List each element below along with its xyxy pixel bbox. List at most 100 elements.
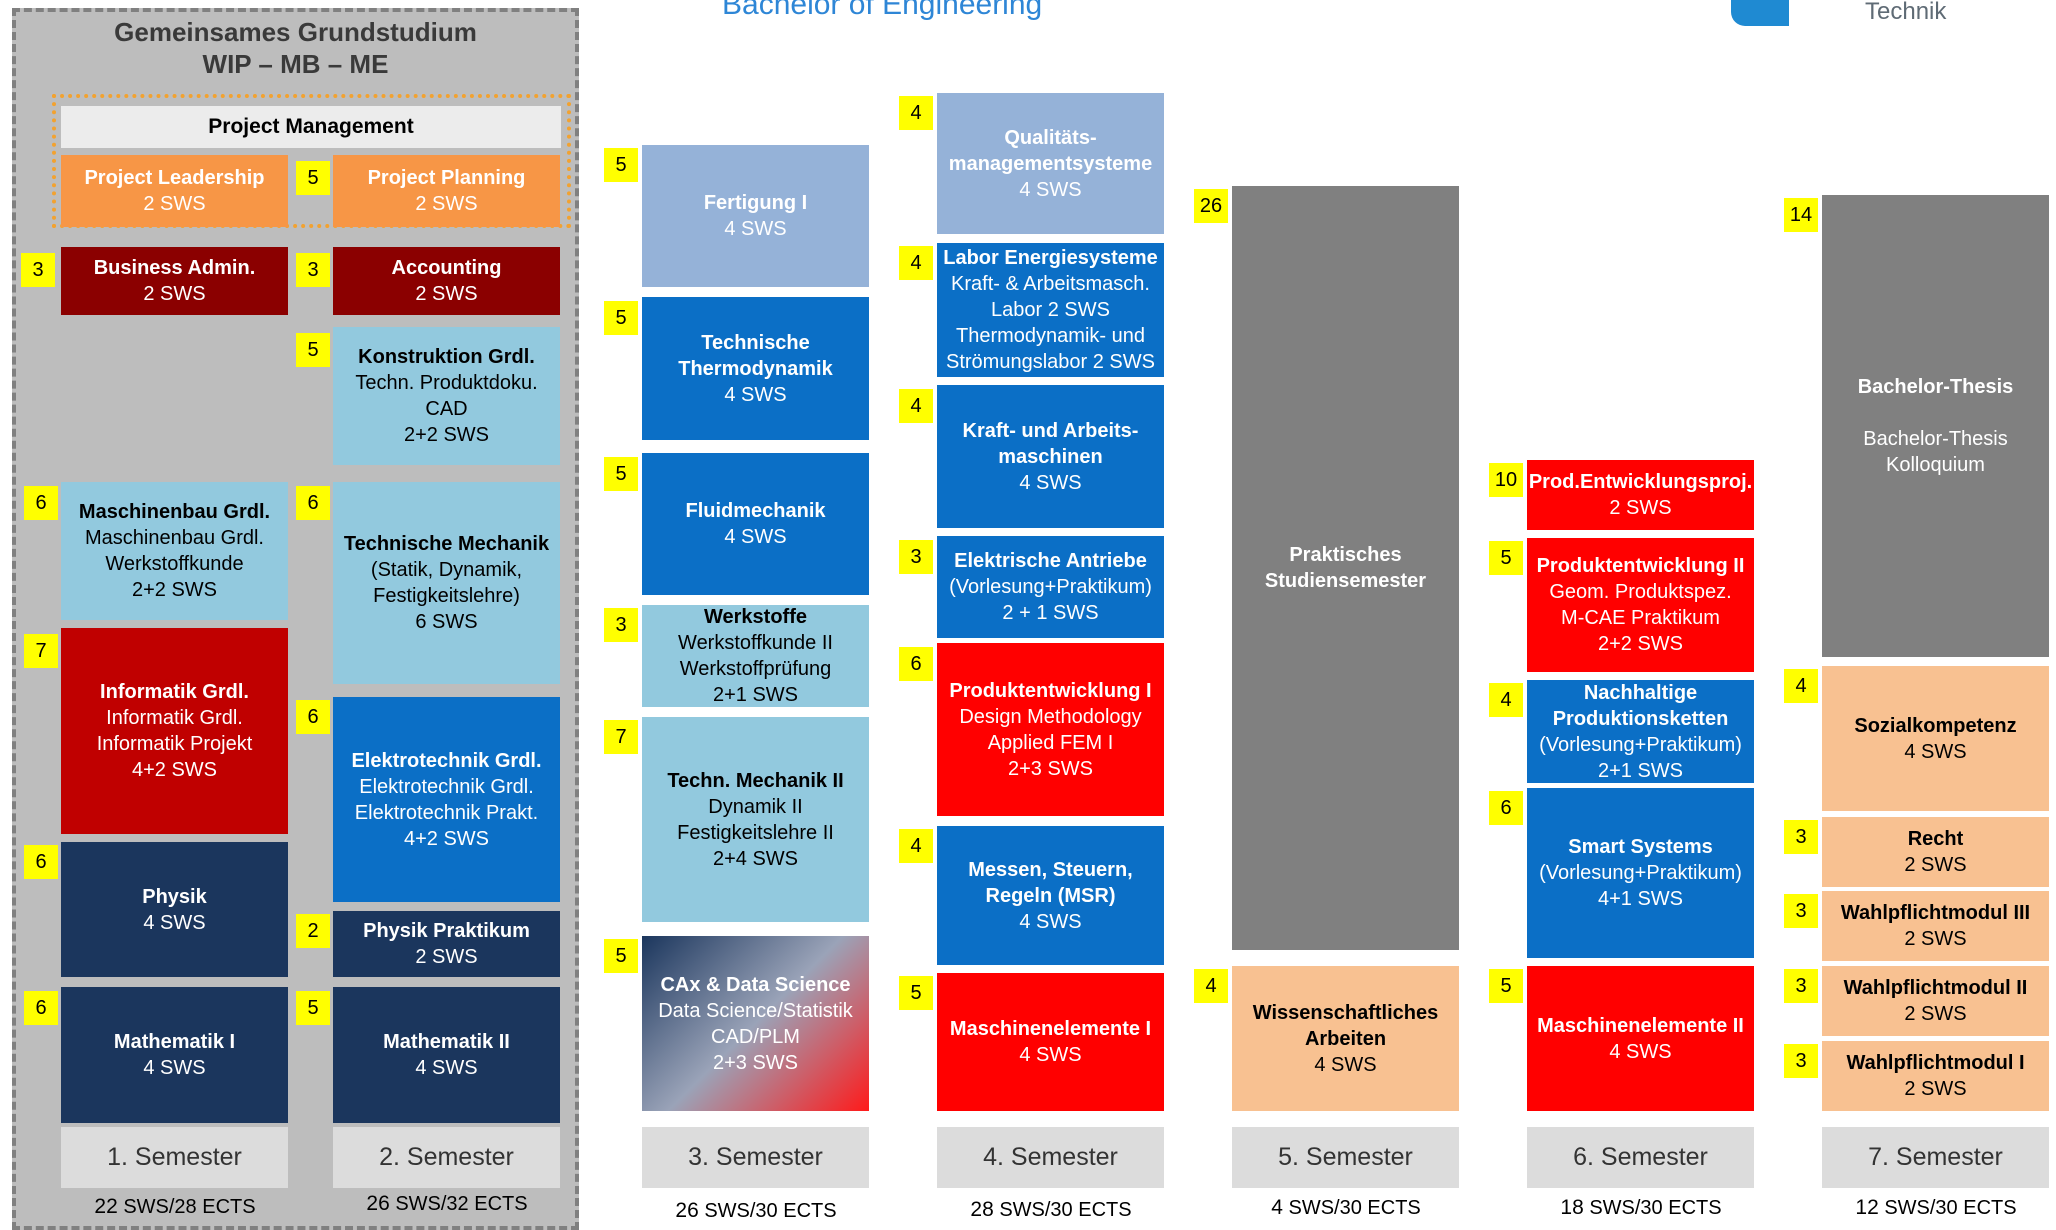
module-detail: (Vorlesung+Praktikum)	[1539, 733, 1742, 756]
module-detail: 4 SWS	[415, 1057, 478, 1079]
module-detail: Kolloquium	[1886, 454, 1985, 476]
module-detail: 4 SWS	[724, 218, 787, 240]
module-detail: 4+1 SWS	[1597, 888, 1684, 910]
ects-badge: 6	[24, 845, 58, 879]
module-detail: Thermodynamik- und	[956, 325, 1145, 347]
module-detail: Festigkeitslehre II	[677, 821, 834, 844]
module-title: Physik Praktikum	[363, 920, 530, 942]
module-detail: Geom. Produktspez.	[1549, 581, 1732, 603]
semester-ects: SWS/32 ECTS	[389, 1193, 528, 1215]
grundstudium-title-line1: Gemeinsames Grundstudium	[114, 17, 477, 47]
module-title: Mathematik II	[383, 1031, 510, 1053]
project-management-frame	[52, 94, 571, 228]
semester-label: 7. Semester	[1822, 1127, 2049, 1188]
module-detail: CAD	[425, 398, 468, 420]
module-title: Technische Mechanik	[343, 533, 550, 555]
semester-sws: 26	[675, 1199, 699, 1222]
module-title: Maschinenelemente I	[949, 1018, 1152, 1040]
module-detail: Elektrotechnik Grdl.	[359, 775, 534, 798]
module-nachhaltige-produktionsketten: Nachhaltige Produktionsketten (Vorlesung+…	[1527, 680, 1754, 783]
module-detail	[1933, 400, 1939, 426]
semester-total: 22 SWS/28 ECTS	[45, 1195, 305, 1219]
module-title: Project Leadership	[84, 167, 265, 189]
ects-badge: 5	[296, 333, 330, 367]
module-detail: 4 SWS	[1019, 910, 1082, 933]
ects-badge: 4	[899, 246, 933, 280]
module-detail: CAD/PLM	[711, 1025, 800, 1048]
semester-total: 28 SWS/30 ECTS	[921, 1198, 1181, 1222]
module-title: Messen, Steuern, Regeln (MSR)	[968, 858, 1133, 907]
ects-badge: 5	[1489, 969, 1523, 1003]
module-prod-entwicklungsproj: Prod.Entwicklungsproj.2 SWS	[1527, 460, 1754, 530]
module-detail: 4 SWS	[143, 911, 206, 934]
ects-badge: 5	[296, 161, 330, 195]
module-detail: 4 SWS	[1019, 1044, 1082, 1066]
ects-badge: 26	[1194, 189, 1228, 223]
ects-badge: 6	[296, 486, 330, 520]
module-title: Labor Energiesysteme	[943, 247, 1158, 269]
module-detail: (Statik, Dynamik,	[370, 559, 523, 581]
module-maschinenelemente-1: Maschinenelemente I 4 SWS	[937, 973, 1164, 1111]
module-title: Nachhaltige Produktionsketten	[1552, 681, 1729, 730]
module-maschinenbau-grdl: Maschinenbau Grdl.Maschinenbau Grdl.Werk…	[61, 482, 288, 620]
ects-badge: 7	[24, 634, 58, 668]
module-detail: 2 SWS	[1904, 928, 1967, 950]
ects-badge: 4	[899, 389, 933, 423]
module-detail: 2 SWS	[415, 283, 478, 305]
ects-badge: 3	[21, 253, 55, 287]
semester-total: 26 SWS/32 ECTS	[317, 1192, 577, 1216]
module-technische-mechanik: Technische Mechanik(Statik, Dynamik,Fest…	[333, 482, 560, 684]
module-detail: 2 SWS	[415, 193, 478, 215]
semester-total: 18 SWS/30 ECTS	[1511, 1196, 1771, 1220]
module-detail: Applied FEM I	[987, 731, 1114, 754]
ects-badge: 5	[1489, 541, 1523, 575]
module-detail: Bachelor-Thesis	[1863, 428, 2008, 450]
module-title: Qualitäts-managementsysteme	[948, 126, 1153, 175]
module-title: Produktentwicklung I	[949, 679, 1152, 702]
module-accounting: Accounting 2 SWS	[333, 247, 560, 315]
module-title: Mathematik I	[113, 1031, 236, 1053]
module-detail: Strömungslabor 2 SWS	[946, 351, 1155, 373]
semester-ects: SWS/30 ECTS	[993, 1199, 1132, 1221]
module-elektrische-antriebe: Elektrische Antriebe(Vorlesung+Praktikum…	[937, 536, 1164, 638]
semester-sws: 28	[970, 1198, 994, 1221]
project-management-label: Project Management	[61, 106, 561, 148]
module-detail: Informatik Projekt	[96, 733, 253, 755]
module-detail: 4+2 SWS	[131, 759, 218, 781]
module-title: Technische Thermodynamik	[678, 331, 833, 380]
module-detail: 2+1 SWS	[1597, 759, 1684, 782]
program-title: Bachelor of Engineering	[722, 0, 1043, 21]
semester-total: 26 SWS/30 ECTS	[626, 1199, 886, 1223]
module-title: Accounting	[391, 257, 502, 279]
module-detail: 6 SWS	[415, 611, 478, 633]
ects-badge: 3	[1784, 894, 1818, 928]
module-title: Project Planning	[367, 167, 526, 189]
semester-sws: 26	[366, 1192, 390, 1215]
module-detail: 4+2 SWS	[403, 827, 490, 850]
module-detail: 4 SWS	[1314, 1053, 1377, 1076]
module-mathematik-2: Mathematik II 4 SWS	[333, 987, 560, 1123]
ects-badge: 7	[604, 720, 638, 754]
ects-badge: 6	[899, 647, 933, 681]
semester-ects: SWS/30 ECTS	[1583, 1197, 1722, 1219]
module-detail: 2 SWS	[1904, 854, 1967, 876]
semester-sws: 12	[1855, 1196, 1879, 1219]
ects-badge: 4	[899, 96, 933, 130]
module-business-admin: Business Admin.2 SWS	[61, 247, 288, 315]
module-praktisches-studiensemester: Praktisches Studiensemester	[1232, 186, 1459, 950]
semester-ects: SWS/30 ECTS	[1878, 1197, 2017, 1219]
module-detail: Maschinenbau Grdl.	[85, 527, 264, 549]
module-title: Elektrische Antriebe	[954, 550, 1147, 572]
ects-badge: 5	[604, 939, 638, 973]
module-detail: Werkstoffkunde	[105, 553, 244, 575]
module-detail: 4 SWS	[1019, 178, 1082, 201]
